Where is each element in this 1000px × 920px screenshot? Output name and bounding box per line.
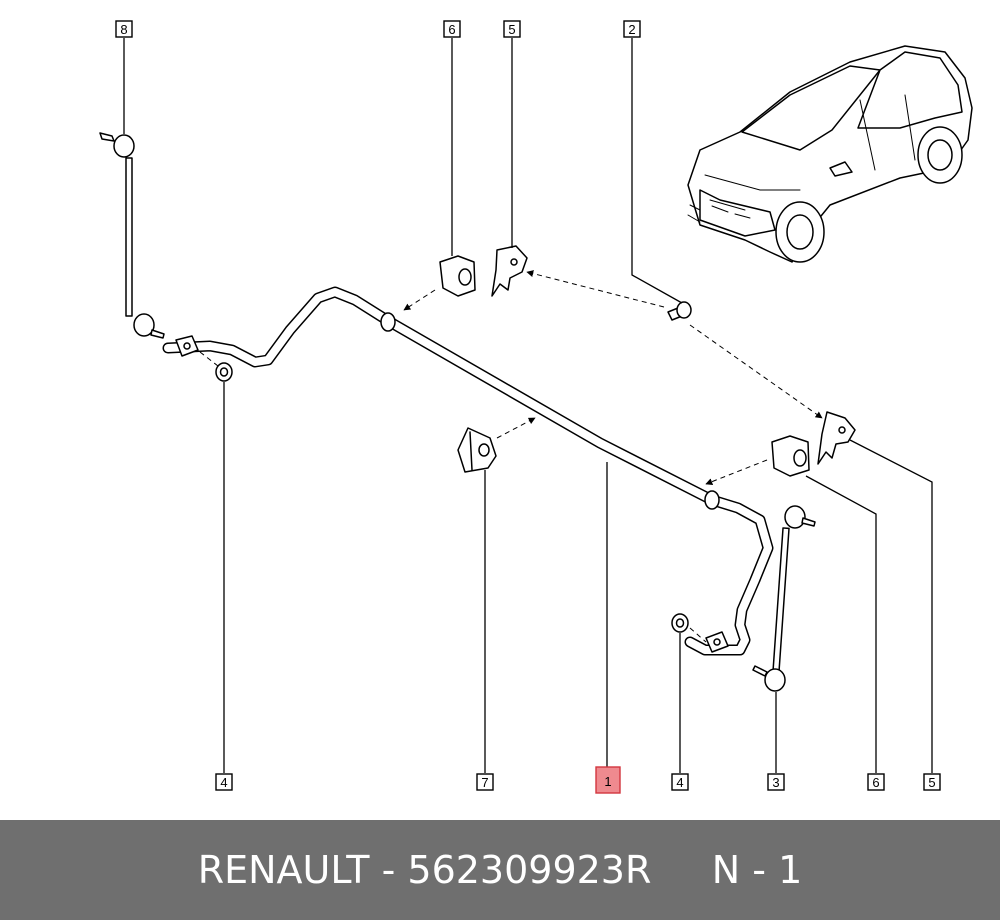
assembly-arrows (199, 270, 823, 643)
svg-text:1: 1 (604, 774, 611, 789)
bracket-upper (491, 245, 528, 297)
vehicle-illustration (687, 45, 973, 263)
footer-spacer (651, 848, 711, 892)
svg-text:7: 7 (481, 775, 488, 790)
svg-text:4: 4 (220, 775, 227, 790)
bushing-upper (439, 255, 476, 297)
footer-bar: RENAULT - 562309923R N - 1 (0, 820, 1000, 920)
svg-text:5: 5 (928, 775, 935, 790)
callout-1-highlighted: 1 (595, 766, 621, 794)
stabilizer-bar (162, 286, 774, 656)
bolt (667, 301, 692, 321)
callout-8: 8 (115, 20, 133, 38)
nut-right (671, 613, 689, 633)
bracket-lower (817, 411, 856, 465)
svg-text:6: 6 (872, 775, 879, 790)
parts-diagram: 8 6 5 2 4 7 1 4 3 6 5 (99, 20, 973, 794)
leader-lines (123, 38, 933, 773)
callout-5-top: 5 (503, 20, 521, 38)
svg-text:8: 8 (120, 22, 127, 37)
svg-text:4: 4 (676, 775, 683, 790)
callout-4-right: 4 (671, 773, 689, 791)
footer-page-indicator: N - 1 (711, 848, 803, 892)
callout-4-left: 4 (215, 773, 233, 791)
callout-2: 2 (623, 20, 641, 38)
svg-text:2: 2 (628, 22, 635, 37)
insulator-block (457, 427, 497, 473)
callout-6-top: 6 (443, 20, 461, 38)
bushing-lower (771, 435, 810, 477)
callout-6-bottom: 6 (867, 773, 885, 791)
svg-text:3: 3 (772, 775, 779, 790)
callout-7: 7 (476, 773, 494, 791)
svg-text:6: 6 (448, 22, 455, 37)
svg-text:5: 5 (508, 22, 515, 37)
link-rod-left (99, 132, 165, 339)
callout-3: 3 (767, 773, 785, 791)
link-rod-right (752, 505, 816, 692)
footer-part-number: RENAULT - 562309923R (197, 848, 652, 892)
callout-5-bottom: 5 (923, 773, 941, 791)
nut-left (215, 362, 233, 382)
